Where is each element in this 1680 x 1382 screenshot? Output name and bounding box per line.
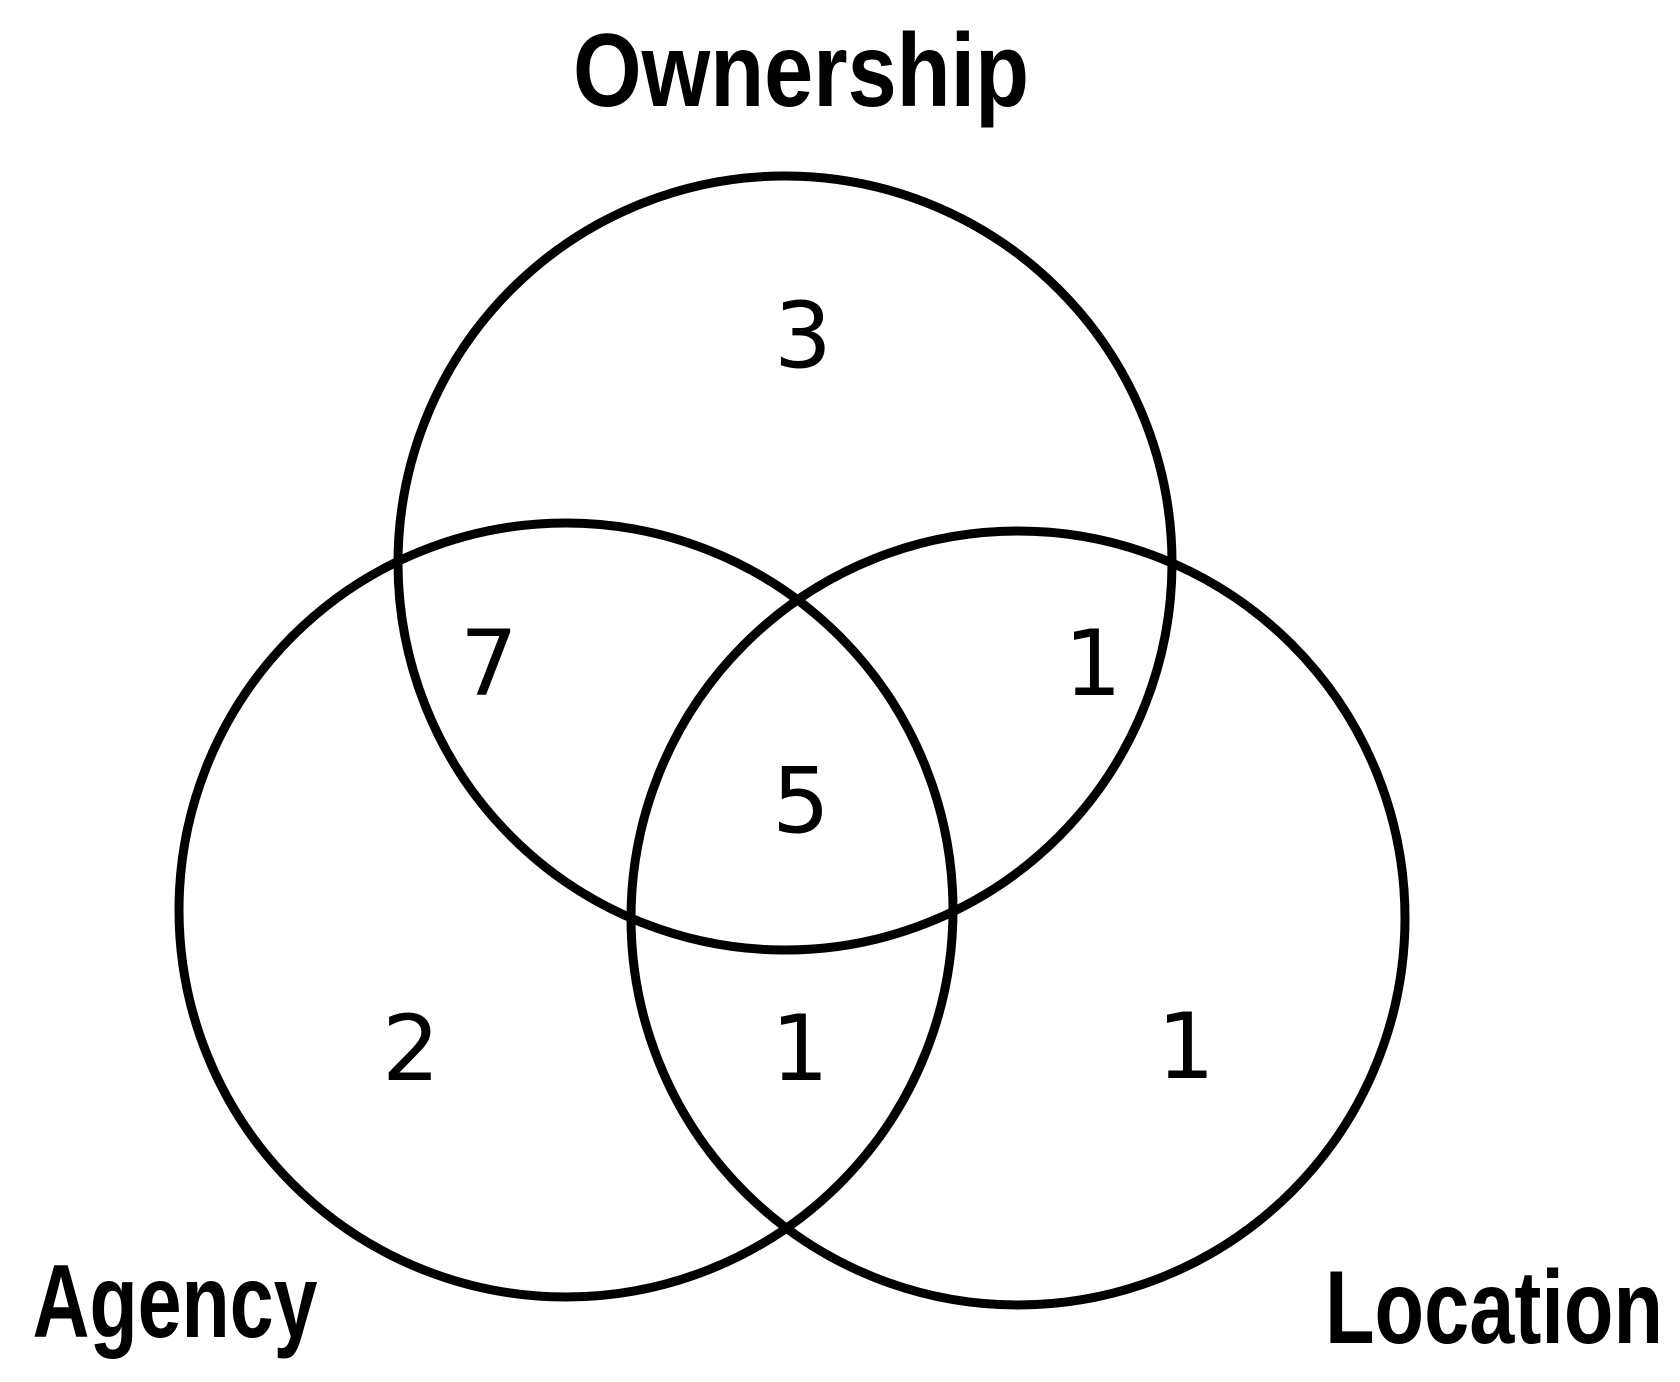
agency-circle [174,518,958,1302]
count-ownership-location: 1 [1064,612,1122,717]
agency-label: Agency [33,1244,318,1360]
count-agency-location: 1 [771,997,829,1102]
location-circle [626,526,1410,1310]
count-ownership-agency: 7 [460,612,518,717]
count-agency-only: 2 [382,997,440,1102]
ownership-label: Ownership [573,13,1029,129]
count-ownership-only: 3 [774,284,832,389]
count-location-only: 1 [1157,995,1215,1100]
location-label: Location [1325,1250,1663,1366]
count-all-three: 5 [772,749,830,854]
